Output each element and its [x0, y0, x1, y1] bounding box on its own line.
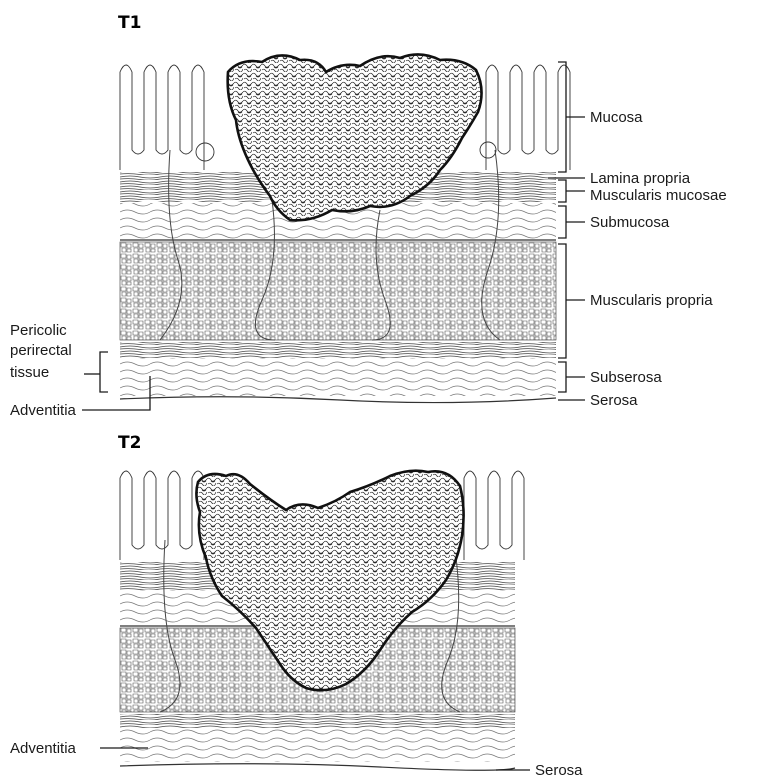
label-muscularis-propria: Muscularis propria: [590, 292, 713, 309]
label-muscularis-mucosae: Muscularis mucosae: [590, 187, 727, 204]
label-serosa: Serosa: [590, 392, 638, 409]
stage-t1: T1: [10, 13, 727, 419]
label-adventitia-t2: Adventitia: [10, 740, 77, 757]
label-pericolic-line3: tissue: [10, 364, 49, 381]
t1-subserosa: [120, 358, 556, 396]
label-mucosa: Mucosa: [590, 109, 643, 126]
label-submucosa: Submucosa: [590, 214, 670, 231]
label-pericolic-line1: Pericolic: [10, 322, 67, 339]
label-lamina-propria: Lamina propria: [590, 170, 691, 187]
label-pericolic-line2: perirectal: [10, 342, 72, 359]
label-subserosa: Subserosa: [590, 369, 662, 386]
t1-serosa-line: [120, 397, 556, 403]
stage-title-t1: T1: [118, 13, 141, 33]
label-serosa-t2: Serosa: [535, 762, 583, 779]
label-adventitia-t1: Adventitia: [10, 402, 77, 419]
stage-title-t2: T2: [118, 433, 141, 453]
t1-muscularis-propria: [120, 242, 556, 340]
stage-t2: T2 Adventitia Serosa: [10, 433, 583, 779]
